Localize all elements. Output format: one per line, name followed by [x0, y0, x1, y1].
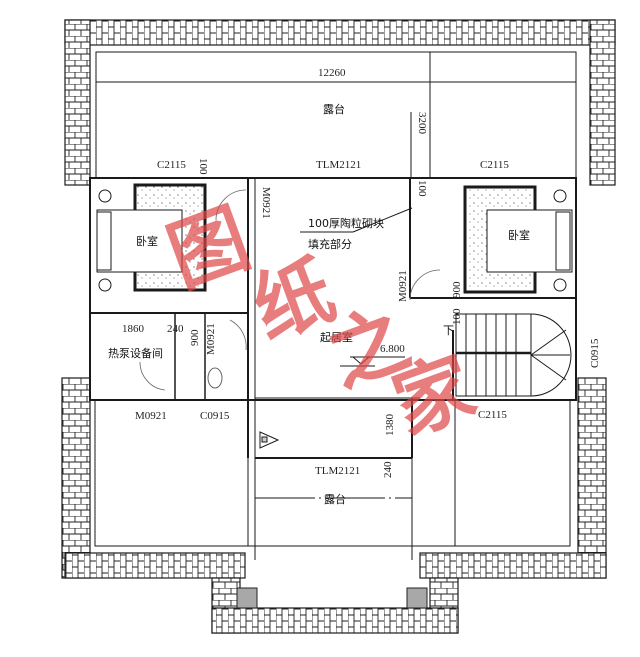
- dim-living-1380: 1380: [384, 414, 396, 436]
- dim-right-900: 900: [451, 281, 463, 299]
- room-left-bedroom: 卧室: [136, 235, 158, 248]
- stair-down-label: 下: [443, 324, 454, 337]
- overall-dimension: 12260: [318, 67, 346, 79]
- staircase: [455, 313, 572, 397]
- column: [406, 587, 428, 609]
- door-top-center: TLM2121: [316, 159, 362, 171]
- column: [236, 587, 258, 609]
- drain-icon: [259, 431, 280, 449]
- parapet-wall: [61, 19, 616, 634]
- room-living: 起居室: [320, 331, 353, 344]
- dim-stair-100: 100: [451, 308, 463, 326]
- elevation-value: 6.800: [380, 343, 405, 355]
- dim-top-left-100: 100: [197, 158, 209, 175]
- window-stair: C0915: [589, 338, 601, 368]
- dim-equip-width: 1860: [122, 323, 144, 335]
- room-top-terrace: 露台: [323, 103, 345, 116]
- door-bath: M0921: [205, 323, 217, 355]
- dim-terrace-depth: 3200: [416, 112, 428, 134]
- window-right-lower: C2115: [478, 409, 507, 421]
- door-left-bedroom: M0921: [260, 187, 272, 219]
- door-equipment: M0921: [135, 410, 167, 422]
- window-top-right: C2115: [480, 159, 509, 171]
- room-bottom-terrace: 露台: [324, 493, 346, 506]
- left-bed: [96, 183, 207, 292]
- door-right-bedroom: M0921: [397, 270, 409, 302]
- toilet: [207, 367, 223, 389]
- room-right-bedroom: 卧室: [508, 229, 530, 242]
- dim-wall-240: 240: [167, 323, 184, 335]
- door-bottom-center: TLM2121: [315, 465, 361, 477]
- dim-bath-900: 900: [189, 329, 201, 347]
- note-infill-2: 填充部分: [308, 238, 352, 251]
- right-bed: [463, 185, 573, 294]
- room-heat-pump: 热泵设备间: [108, 347, 163, 360]
- dim-top-right-100: 100: [416, 180, 428, 197]
- elevation-marker: [340, 356, 405, 367]
- window-bath: C0915: [200, 410, 230, 422]
- window-top-left: C2115: [157, 159, 186, 171]
- note-infill-1: 100厚陶粒砌块: [308, 217, 384, 230]
- dim-bottom-240: 240: [382, 461, 394, 479]
